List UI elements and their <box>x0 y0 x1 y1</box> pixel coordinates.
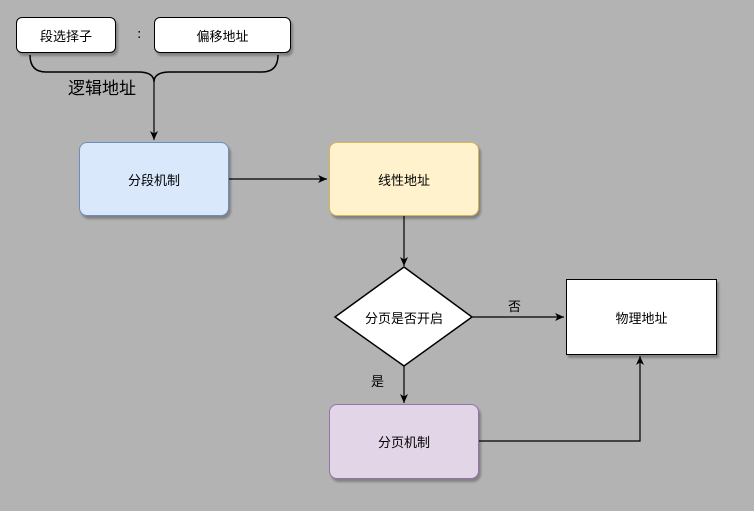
segmentation-label: 分段机制 <box>127 173 180 189</box>
linear-address-label: 线性地址 <box>377 173 430 189</box>
logical-address-label: 逻辑地址 <box>66 74 138 99</box>
edge-label-yes: 是 <box>371 375 385 390</box>
segment-selector-box[interactable]: 段选择子 <box>16 17 116 53</box>
segment-selector-label: 段选择子 <box>39 29 92 45</box>
linear-address-box[interactable]: 线性地址 <box>329 142 479 216</box>
physical-address-box[interactable]: 物理地址 <box>566 279 717 355</box>
paging-decision-label: 分页是否开启 <box>364 311 443 327</box>
offset-address-label: 偏移地址 <box>196 29 249 45</box>
segmentation-box[interactable]: 分段机制 <box>79 142 229 216</box>
physical-address-label: 物理地址 <box>615 311 668 327</box>
paging-label: 分页机制 <box>377 436 430 451</box>
edge-paging-to-physical <box>479 356 644 442</box>
paging-box[interactable]: 分页机制 <box>329 404 479 479</box>
colon-separator: : <box>137 27 142 42</box>
edge-label-no: 否 <box>508 300 522 315</box>
offset-address-box[interactable]: 偏移地址 <box>154 17 291 53</box>
